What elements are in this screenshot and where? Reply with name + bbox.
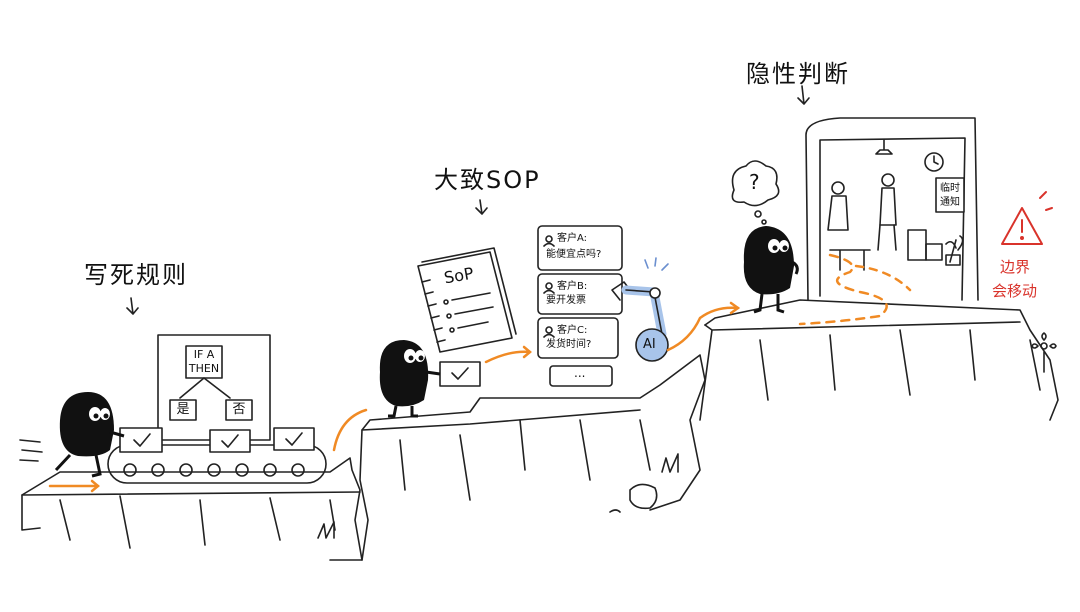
stage-title-judgment: 隐性判断 — [746, 60, 850, 88]
arrow-rules — [126, 297, 139, 315]
stage-title-rules: 写死规则 — [84, 261, 188, 289]
character-judgment — [743, 226, 799, 314]
checked-boxes — [119, 427, 315, 453]
rule-then-line: THEN — [188, 362, 220, 375]
rule-yes: 是 — [176, 402, 190, 417]
rule-no: 否 — [232, 402, 246, 417]
rule-if-line: IF A — [193, 348, 215, 361]
customer-cards — [537, 225, 623, 387]
sop-notebook — [417, 247, 517, 387]
warning-line2: 会移动 — [992, 282, 1038, 300]
stage-title-sop: 大致SOP — [434, 166, 541, 194]
character-sop — [379, 340, 441, 418]
ai-label: AI — [643, 337, 656, 352]
more-card: ... — [574, 366, 586, 380]
speed-lines — [19, 439, 43, 462]
doorway-room — [805, 117, 979, 301]
thought-bubble — [731, 160, 780, 225]
flower — [1031, 332, 1057, 373]
card-a-line2: 能便宜点吗? — [546, 249, 602, 260]
robot-arm — [611, 257, 669, 362]
grass-tuft — [317, 521, 335, 539]
card-b-line1: 客户B: — [557, 281, 588, 292]
cliff-step-2 — [359, 354, 706, 561]
arrow-judgment — [797, 85, 810, 105]
arrow-sop — [475, 199, 488, 215]
card-c-line2: 发货时间? — [546, 339, 592, 350]
card-c-line1: 客户C: — [557, 325, 588, 336]
progress-path — [48, 253, 912, 493]
cliff-step-3 — [699, 299, 1059, 421]
card-b-line2: 要开发票 — [546, 295, 586, 306]
warning-triangle — [1001, 191, 1053, 245]
cliff-step-1 — [21, 457, 363, 561]
grass-tuft — [661, 453, 679, 473]
warning-line1: 边界 — [1000, 258, 1031, 276]
notice-line2: 通知 — [940, 197, 960, 208]
notice-line1: 临时 — [940, 183, 960, 194]
question-mark: ? — [749, 170, 760, 194]
character-rules — [54, 392, 125, 478]
conveyor-belt — [107, 444, 327, 484]
rule-board — [157, 334, 271, 441]
card-a-line1: 客户A: — [557, 233, 588, 244]
